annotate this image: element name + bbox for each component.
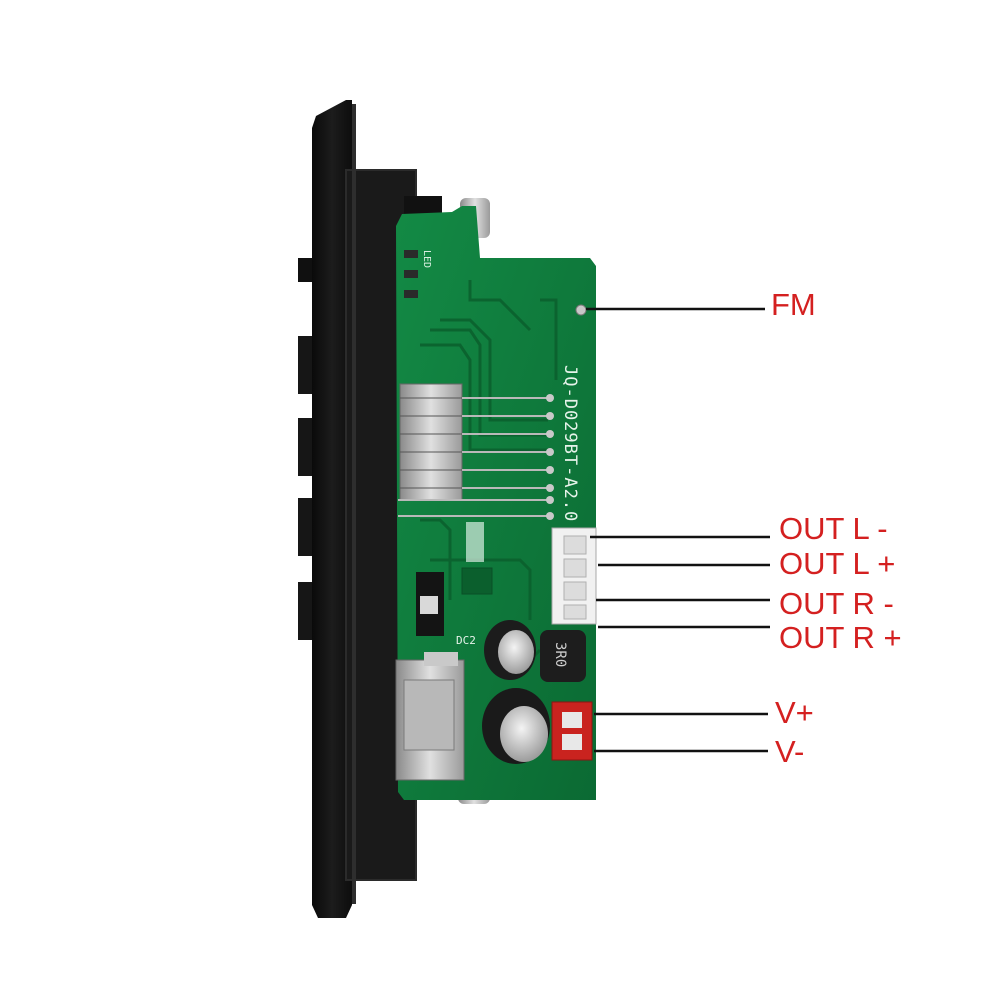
silk-dc-text: DC2 <box>456 634 476 647</box>
label-out-l-minus: OUT L - <box>779 511 888 546</box>
board-model-text: JQ-D029BT-A2.0 <box>560 365 580 522</box>
label-out-r-minus: OUT R - <box>779 586 894 621</box>
capacitor-upper <box>484 620 536 680</box>
label-out-l-plus: OUT L + <box>779 546 896 581</box>
label-v-plus: V+ <box>775 695 814 730</box>
capacitor-lower <box>482 688 550 764</box>
speaker-output-connector <box>551 527 597 625</box>
inductor-marking: 3R0 <box>552 642 568 667</box>
power-connector <box>551 701 593 761</box>
label-v-minus: V- <box>775 734 805 769</box>
leader-lines <box>586 307 770 753</box>
label-out-r-plus: OUT R + <box>779 620 902 655</box>
silk-led-text: LED <box>421 250 432 268</box>
inductor: 3R0 <box>540 630 586 682</box>
label-fm: FM <box>771 287 816 322</box>
